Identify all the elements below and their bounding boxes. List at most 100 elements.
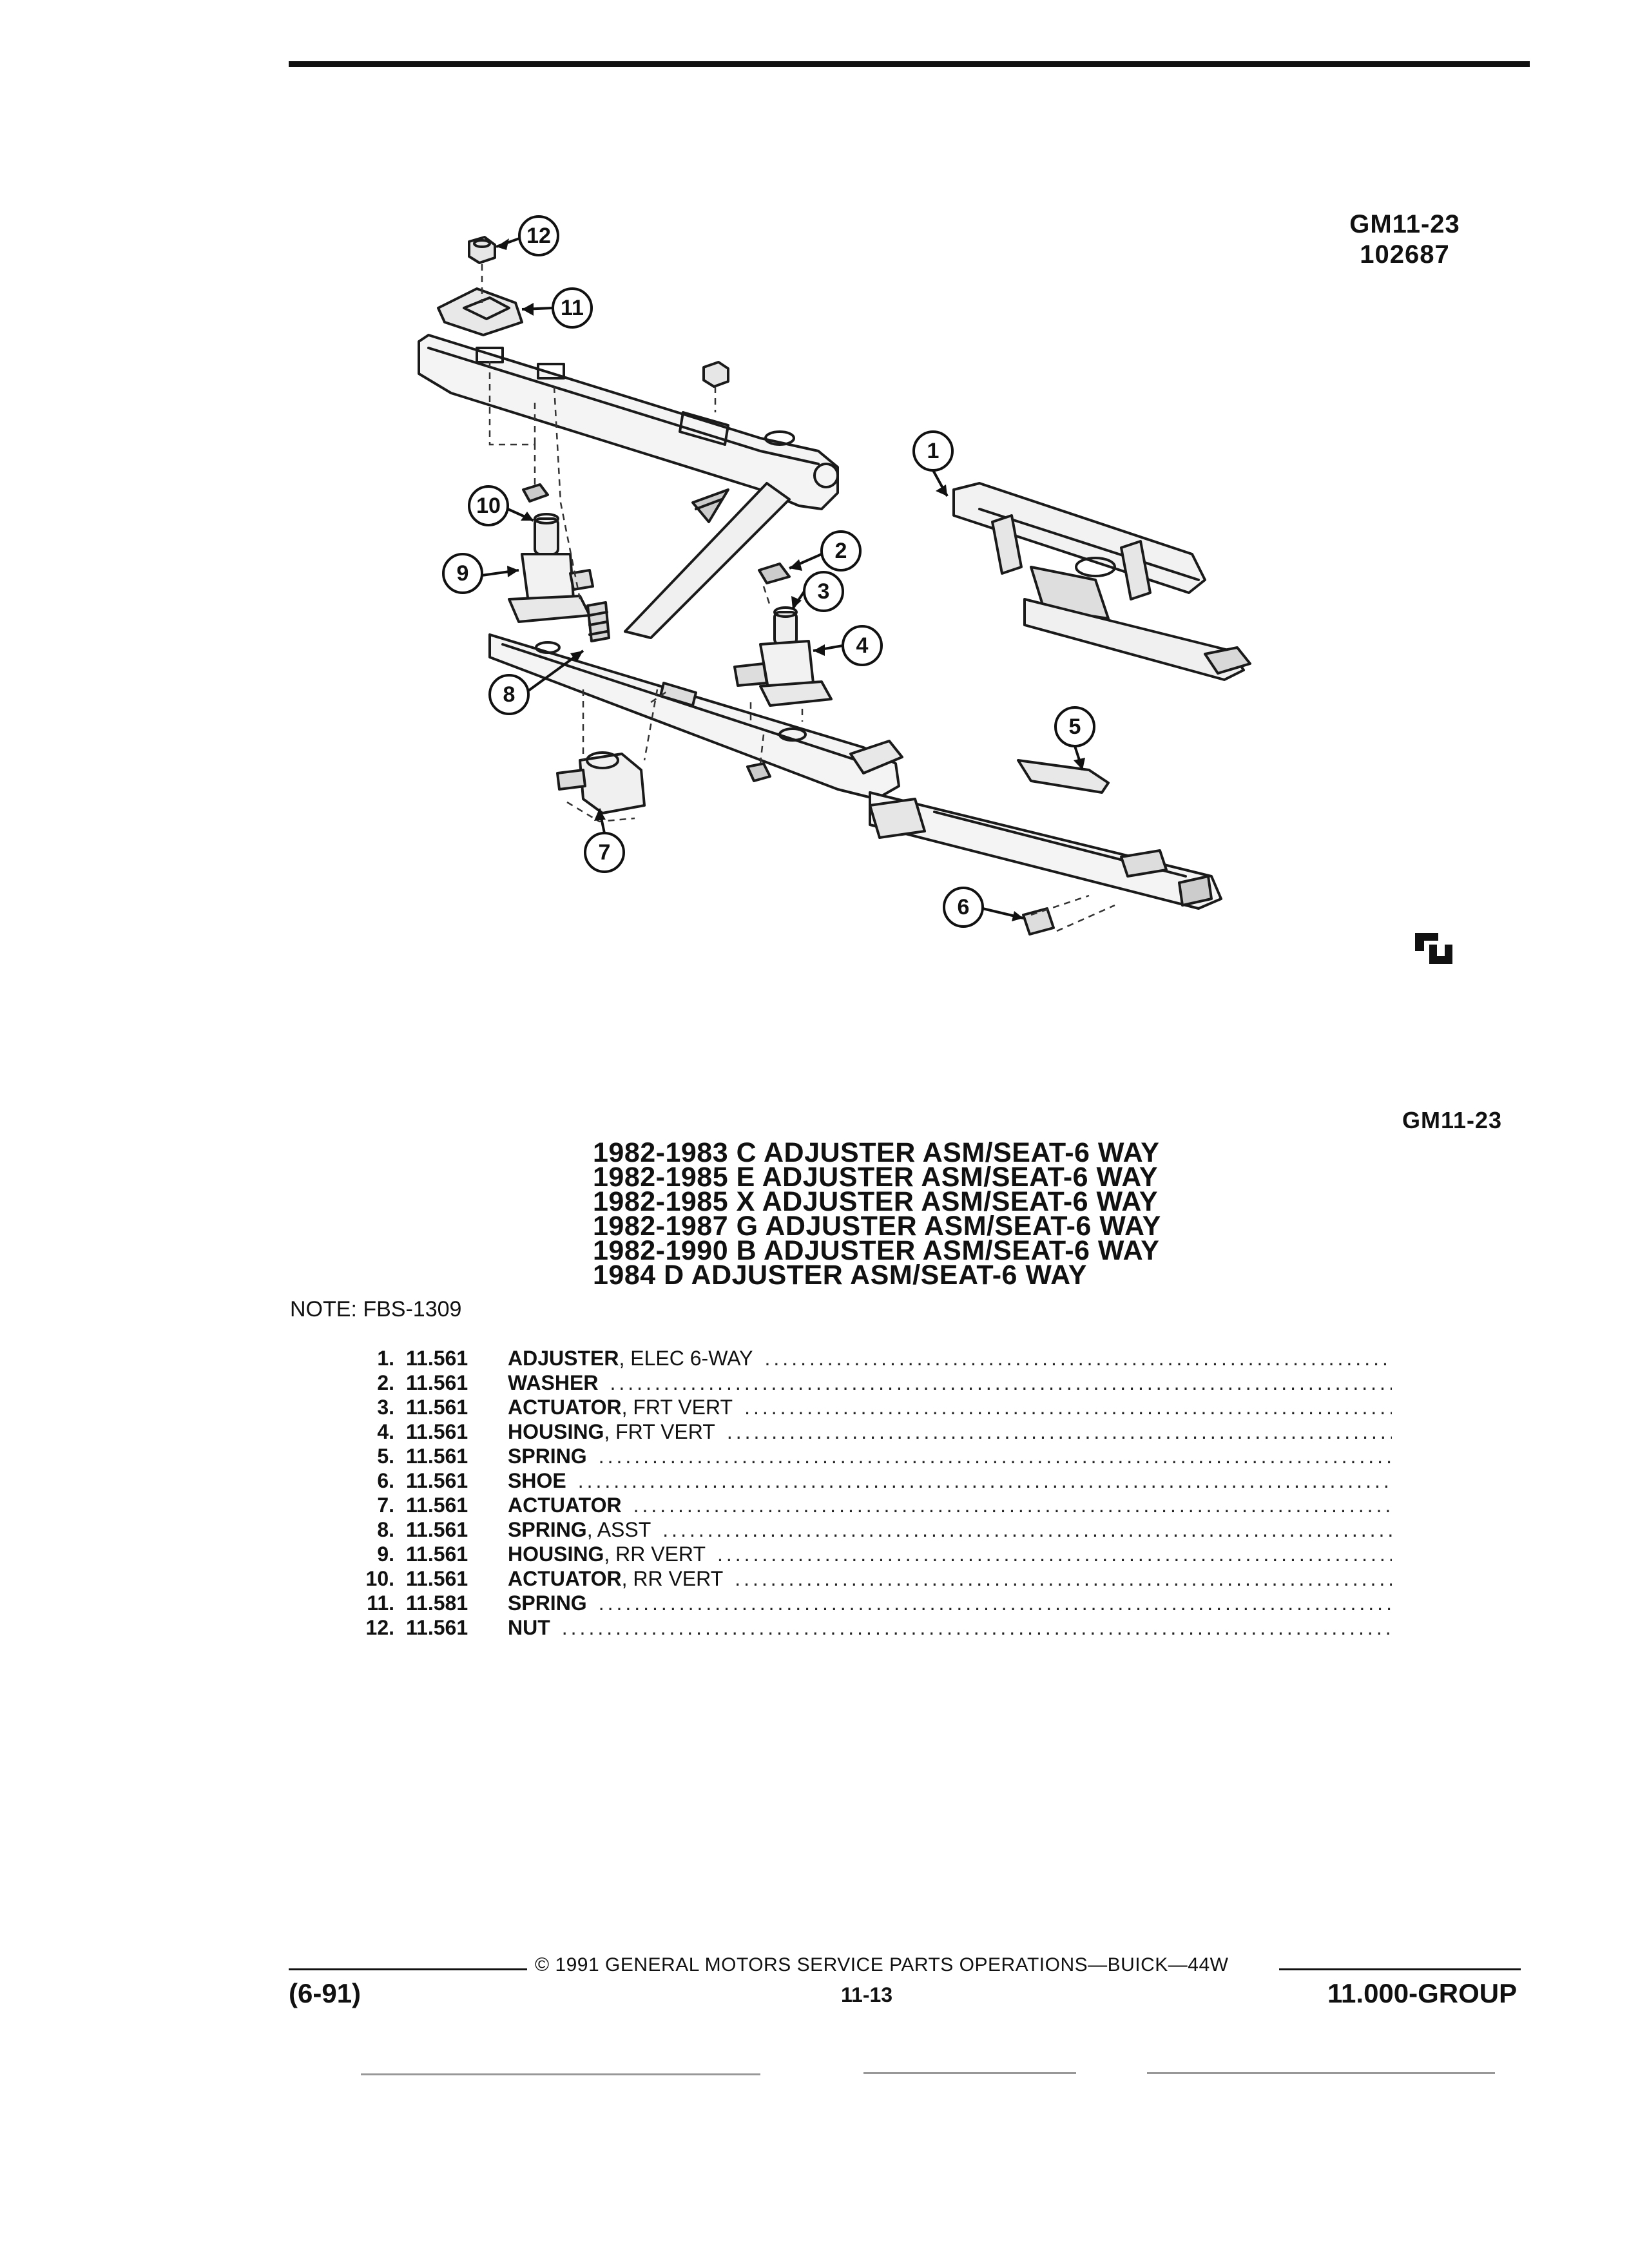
part-number: 9.	[377, 1542, 394, 1566]
nut-part-2	[702, 361, 729, 388]
scan-artifact-line	[863, 2072, 1076, 2074]
part-name: ACTUATOR	[508, 1494, 622, 1517]
title-line: 1982-1985 X ADJUSTER ASM/SEAT-6 WAY	[593, 1186, 1159, 1217]
callout-5-label: 5	[1069, 715, 1081, 739]
scan-artifact-line	[361, 2073, 760, 2075]
footer-page-number: 11-13	[841, 1983, 893, 2006]
rr-vert-housing-part	[508, 513, 594, 623]
part-number: 2.	[377, 1371, 394, 1394]
part-code: 11.561	[406, 1567, 468, 1590]
part-name: SPRING	[508, 1591, 587, 1615]
seat-adjuster-exploded-diagram: 12 11 1 10 9 2 3 4 8 5 7 6	[418, 215, 1452, 964]
footer-group: 11.000-GROUP	[1327, 1978, 1518, 2008]
title-line: 1984 D ADJUSTER ASM/SEAT-6 WAY	[593, 1260, 1087, 1291]
leader-dots: ........................................…	[717, 1542, 1392, 1566]
part-name: SHOE	[508, 1469, 566, 1492]
footer-rule-right	[1279, 1968, 1521, 1970]
leader-dots: ........................................…	[735, 1567, 1392, 1590]
callout-2-label: 2	[835, 539, 847, 563]
part-row: 10. 11.561 ACTUATOR, RR VERT..............…	[335, 1567, 1392, 1591]
callout-8-label: 8	[503, 682, 516, 707]
adjuster-assembly-part	[952, 482, 1251, 681]
part-code: 11.561	[406, 1542, 468, 1566]
lower-track-part	[488, 633, 903, 800]
scan-artifact-line	[1147, 2072, 1495, 2074]
applicability-titles: 1982-1983 C ADJUSTER ASM/SEAT-6 WAY 1982…	[593, 1137, 1263, 1291]
callout-4-label: 4	[856, 633, 869, 658]
lower-right-track-part	[869, 759, 1222, 910]
part-code: 11.561	[406, 1518, 468, 1541]
part-qualifier: , RR VERT	[604, 1542, 706, 1566]
part-number: 12.	[365, 1616, 394, 1639]
part-number: 7.	[377, 1494, 394, 1517]
title-line: 1982-1985 E ADJUSTER ASM/SEAT-6 WAY	[593, 1162, 1159, 1193]
washer-part	[522, 483, 549, 503]
part-number: 10.	[365, 1567, 394, 1590]
shoe-part	[1022, 907, 1055, 936]
part-row: 9. 11.561 HOUSING, RR VERT................…	[335, 1542, 1392, 1567]
title-line: 1982-1987 G ADJUSTER ASM/SEAT-6 WAY	[593, 1211, 1161, 1242]
callout-11-label: 11	[561, 296, 584, 320]
part-name: HOUSING	[508, 1420, 604, 1443]
leader-dots: ........................................…	[598, 1445, 1392, 1468]
part-number: 1.	[377, 1347, 394, 1370]
part-number: 5.	[377, 1445, 394, 1468]
part-qualifier: , RR VERT	[621, 1567, 724, 1590]
part-name: ADJUSTER	[508, 1347, 619, 1370]
figure-id: GM11-23	[1349, 210, 1460, 238]
note-text: NOTE: FBS-1309	[290, 1297, 462, 1321]
part-code: 11.581	[406, 1591, 468, 1615]
callout-7-label: 7	[599, 840, 611, 865]
nut-part	[468, 236, 496, 264]
callout-12	[518, 215, 559, 256]
title-line: 1982-1990 B ADJUSTER ASM/SEAT-6 WAY	[593, 1235, 1160, 1266]
callout-1-label: 1	[927, 439, 940, 463]
callout-8	[488, 674, 530, 715]
part-number: 11.	[367, 1591, 394, 1615]
footer-rule-left	[289, 1968, 527, 1970]
callout-6	[943, 887, 984, 928]
part-code: 11.561	[406, 1396, 468, 1419]
callout-6-label: 6	[958, 895, 970, 919]
part-number: 6.	[377, 1469, 394, 1492]
part-code: 11.561	[406, 1371, 468, 1394]
part-name: ACTUATOR	[508, 1567, 622, 1590]
part-name: SPRING	[508, 1518, 587, 1541]
leader-dots: ........................................…	[633, 1494, 1392, 1517]
spring-part	[437, 287, 523, 336]
upper-arm-part	[418, 334, 839, 639]
leader-dots: ........................................…	[726, 1420, 1392, 1443]
figure-code: 102687	[1360, 240, 1450, 269]
footer-copyright: © 1991 GENERAL MOTORS SERVICE PARTS OPER…	[535, 1954, 1229, 1975]
callout-3-label: 3	[818, 579, 830, 604]
callout-10-label: 10	[476, 494, 501, 518]
leader-dots: ........................................…	[577, 1469, 1392, 1492]
figure-id-repeat: GM11-23	[1402, 1107, 1503, 1133]
top-rule	[289, 61, 1530, 67]
leader-dots: ........................................…	[764, 1347, 1392, 1370]
leader-dots: ........................................…	[662, 1518, 1392, 1541]
footer-date: (6-91)	[289, 1978, 361, 2008]
part-name: SPRING	[508, 1445, 587, 1468]
bolt-part	[746, 762, 771, 782]
part-qualifier: , ASST	[586, 1518, 651, 1541]
part-code: 11.561	[406, 1494, 468, 1517]
callout-10	[468, 485, 509, 526]
part-name: HOUSING	[508, 1542, 604, 1566]
part-qualifier: , FRT VERT	[621, 1396, 733, 1419]
part-name: WASHER	[508, 1371, 599, 1394]
callout-2	[820, 530, 862, 572]
title-line: 1982-1983 C ADJUSTER ASM/SEAT-6 WAY	[593, 1137, 1160, 1168]
actuator-motor-part	[556, 751, 646, 814]
part-name: NUT	[508, 1616, 550, 1639]
part-qualifier: , FRT VERT	[604, 1420, 715, 1443]
leader-dots: ........................................…	[744, 1396, 1392, 1419]
